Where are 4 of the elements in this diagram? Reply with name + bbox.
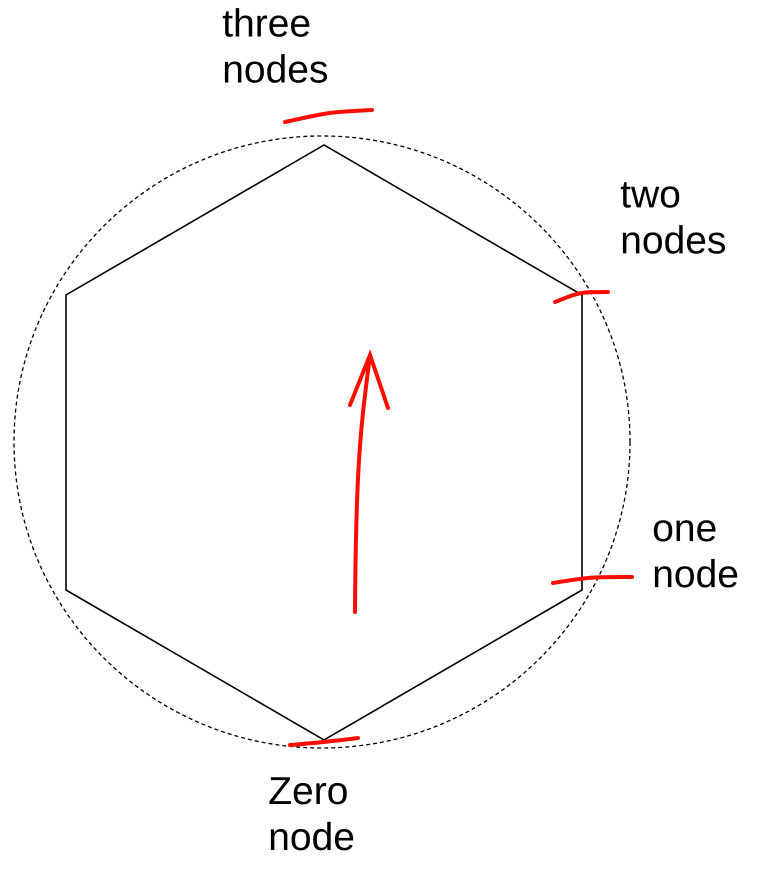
vertex-label: three nodes: [222, 8, 328, 83]
vertex-label: Zero node: [269, 777, 354, 850]
vertex-label: one node: [654, 520, 738, 588]
vertex-label: two nodes: [620, 182, 726, 254]
